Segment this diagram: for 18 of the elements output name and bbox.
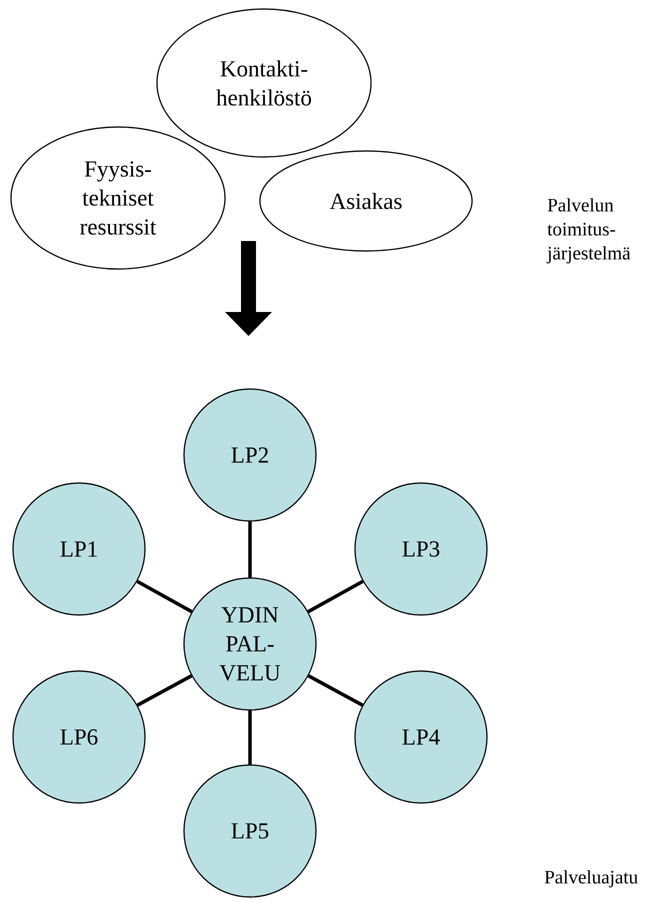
connector-line bbox=[248, 522, 252, 578]
circle-node: YDIN PAL- VELU bbox=[183, 577, 317, 711]
circle-node: LP3 bbox=[354, 482, 488, 616]
connector-line bbox=[248, 710, 252, 764]
connector-line bbox=[136, 674, 192, 707]
ellipse-node: Kontakti- henkilöstö bbox=[156, 8, 372, 158]
connector-line bbox=[308, 674, 364, 707]
side-label: Palvelun toimitus- järjestelmä bbox=[546, 198, 630, 264]
connector-line bbox=[136, 580, 193, 614]
circle-node: LP6 bbox=[12, 670, 146, 804]
circle-node: LP5 bbox=[183, 764, 317, 898]
circle-node: LP4 bbox=[354, 670, 488, 804]
circle-node: LP1 bbox=[12, 482, 146, 616]
circle-node: LP2 bbox=[183, 388, 317, 522]
connector-line bbox=[307, 580, 364, 614]
side-label: Palveluajatu bbox=[544, 870, 638, 888]
ellipse-node: Asiakas bbox=[259, 150, 473, 252]
ellipse-node: Fyysis- tekniset resurssit bbox=[10, 126, 226, 270]
